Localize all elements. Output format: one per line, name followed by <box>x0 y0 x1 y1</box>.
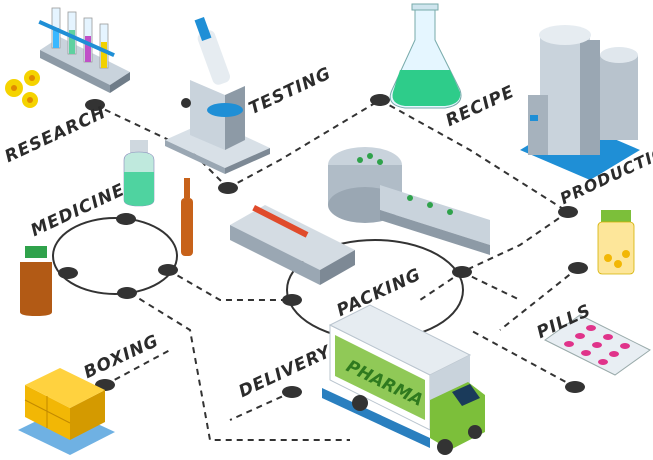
node-pills-top <box>568 262 588 274</box>
blister-pack-icon <box>544 314 651 376</box>
truck-icon <box>322 304 485 455</box>
node-testing <box>218 182 238 194</box>
node-medicine-bottom <box>117 287 137 299</box>
brown-bottle-icon <box>20 246 52 316</box>
pill-jar-icon <box>597 210 635 275</box>
vial-icon <box>123 140 155 207</box>
boxes-pallet-icon <box>18 368 115 455</box>
node-research <box>85 99 105 111</box>
node-pills-bottom <box>565 381 585 393</box>
ampoule-icon <box>181 178 193 256</box>
node-medicine-left <box>58 267 78 279</box>
flask-icon <box>389 3 462 109</box>
connector-lines <box>94 99 579 441</box>
nodes <box>58 94 588 398</box>
node-medicine-right <box>158 264 178 276</box>
packing-machine-icon <box>230 147 490 285</box>
node-delivery <box>282 386 302 398</box>
microscope-icon <box>165 16 270 174</box>
node-packing-left <box>282 294 302 306</box>
node-packing-right <box>452 266 472 278</box>
node-production <box>558 206 578 218</box>
node-medicine-top <box>116 213 136 225</box>
medicine-ring <box>52 217 178 295</box>
production-tanks-icon <box>520 25 640 180</box>
flower-icon <box>5 70 40 108</box>
test-tube-rack-icon <box>38 7 130 93</box>
node-recipe <box>370 94 390 106</box>
